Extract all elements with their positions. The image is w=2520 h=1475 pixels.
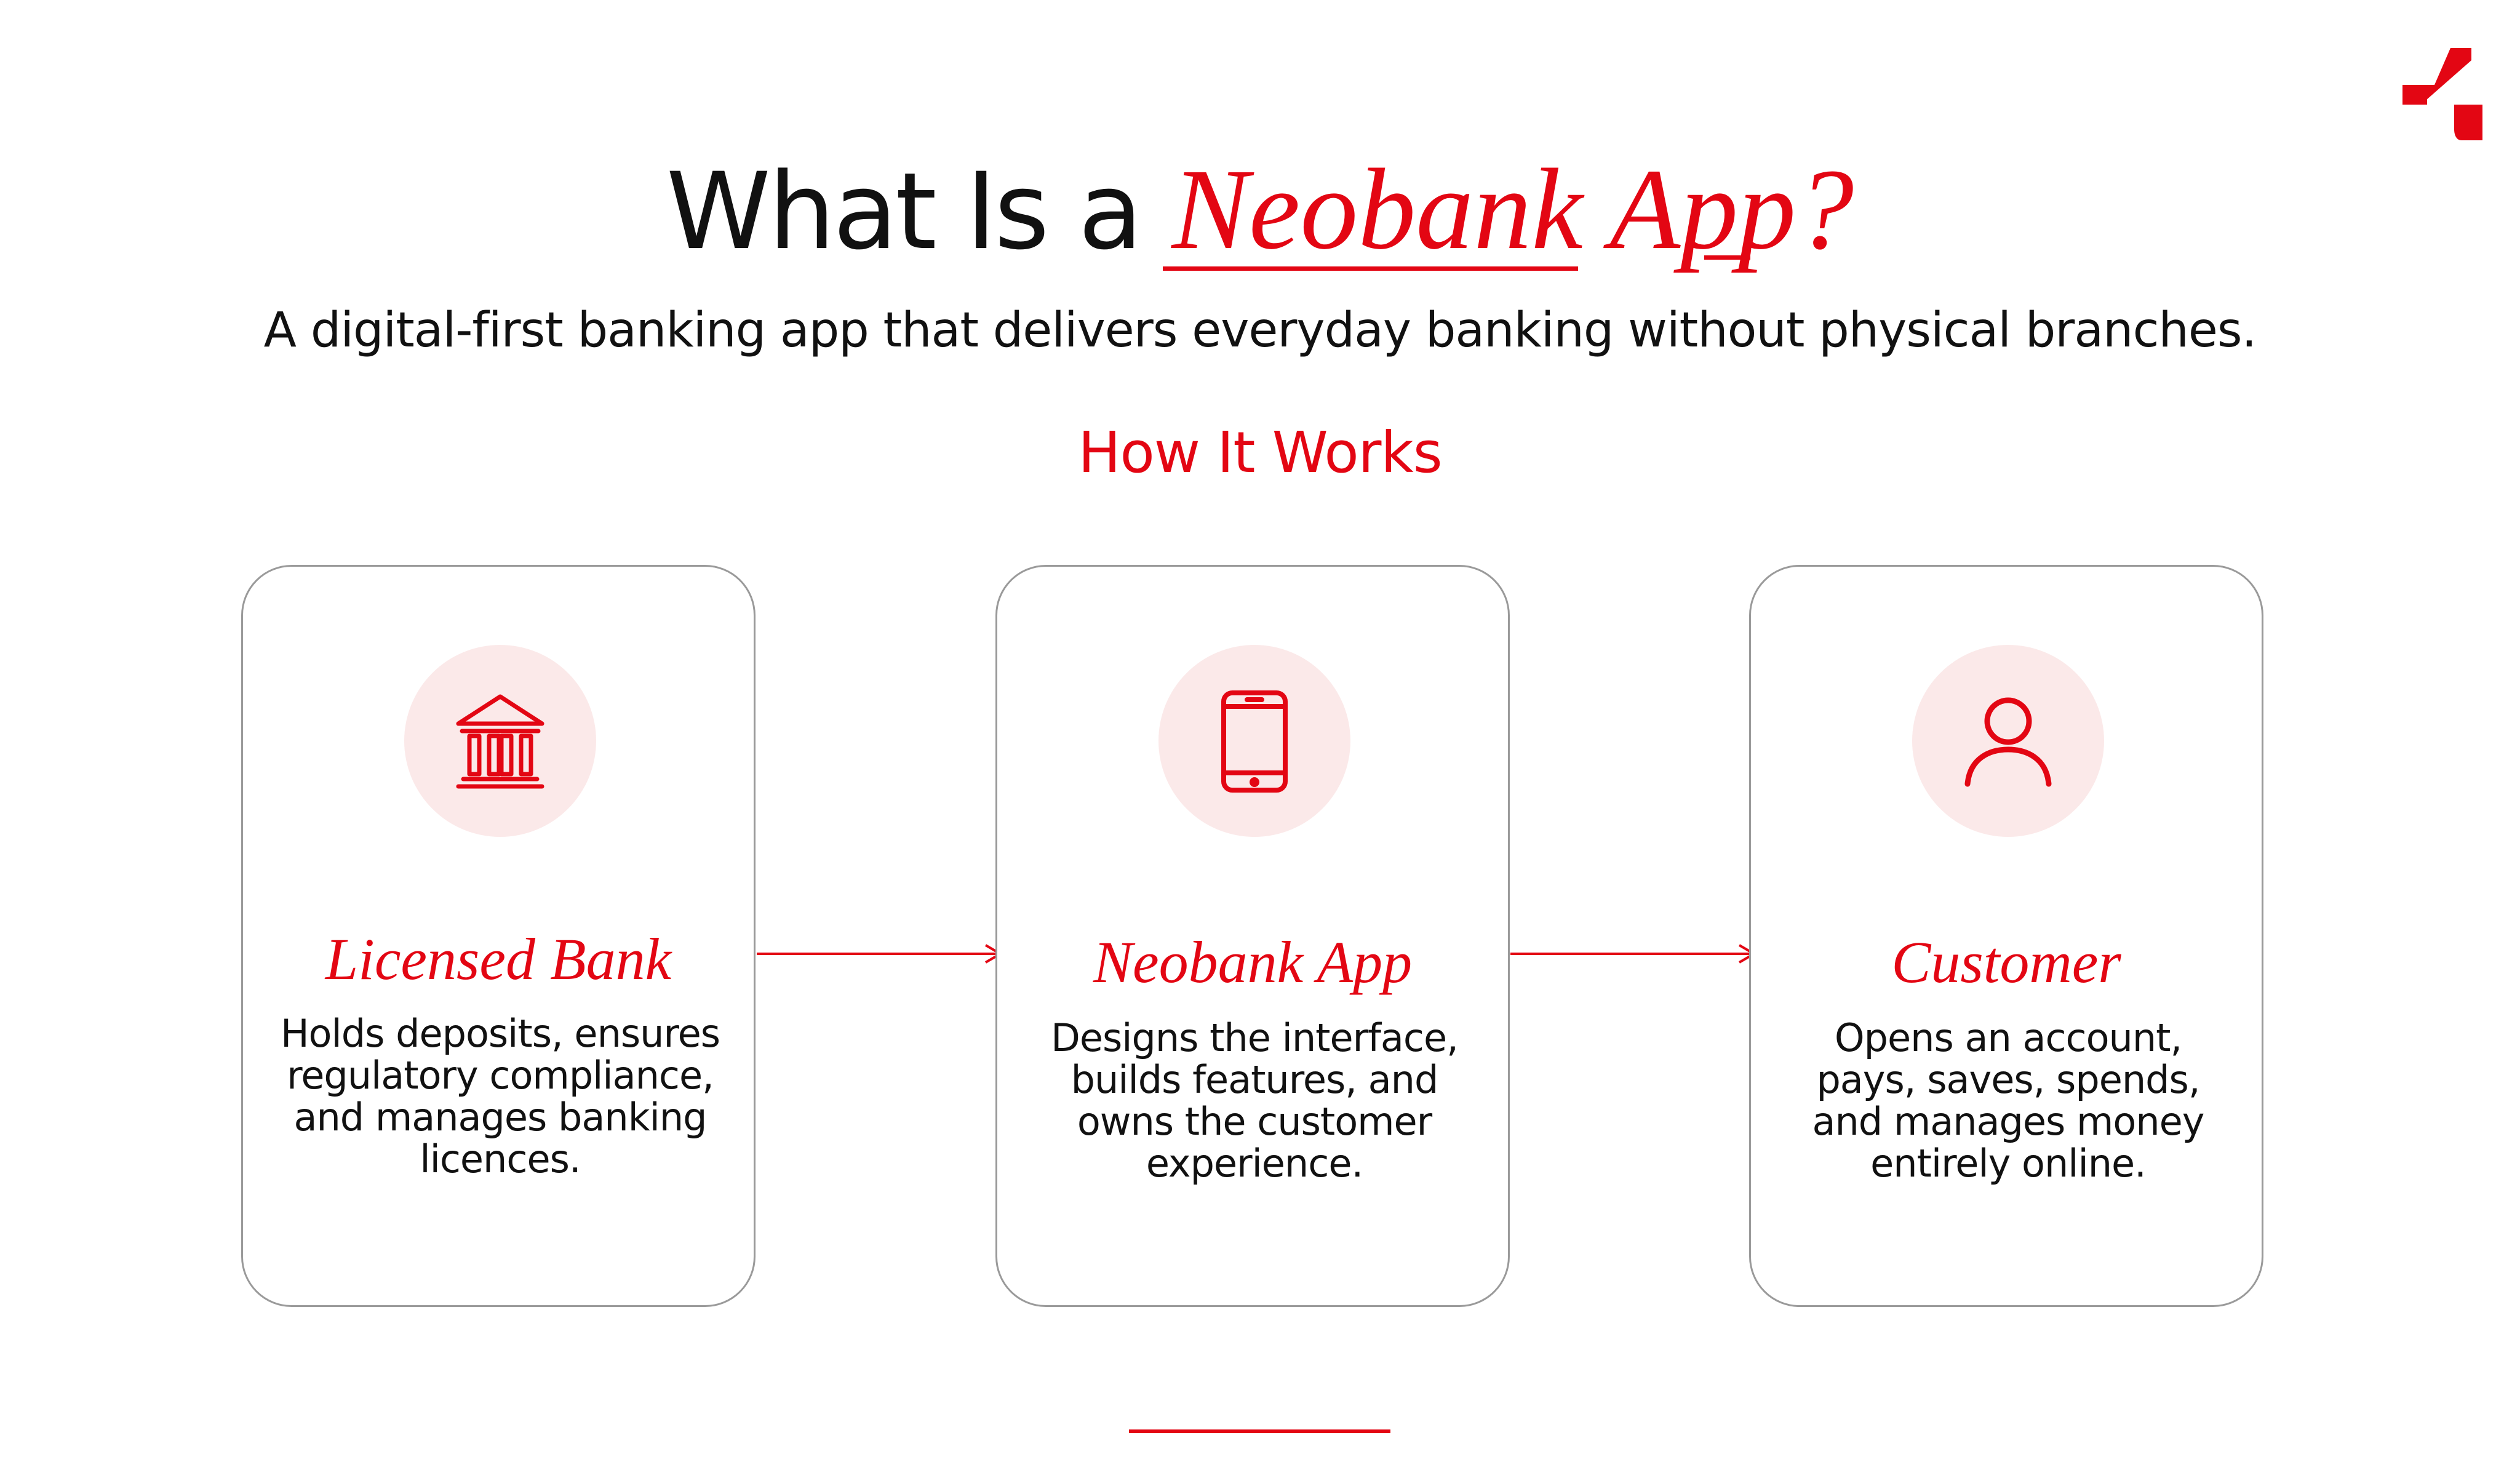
step-card-customer: Customer Opens an account, pays, saves, … [1749,565,2263,1307]
step-title: Neobank App [1093,929,1413,995]
step-title: Licensed Bank [325,926,672,992]
step-title: Customer [1891,929,2121,995]
section-heading: How It Works [1078,420,1442,486]
step-card-neobank-app: Neobank App Designs the interface, build… [995,565,1510,1307]
bottom-accent-rule [1129,1429,1390,1433]
arrow-right-icon [1510,944,1755,964]
arrow-right-icon [757,944,1002,964]
brand-logo-icon [2402,48,2482,140]
page-title-plain: What Is a [666,150,1172,273]
icon-badge [1158,645,1350,837]
step-description: Designs the interface, builds features, … [1051,1015,1459,1186]
icon-badge [1912,645,2104,837]
smartphone-icon [1221,690,1288,793]
title-underline-short [1704,255,1750,260]
step-description: Holds deposits, ensures regulatory compl… [280,1011,720,1181]
page-title: What Is a Neobank App? [0,148,2520,273]
step-card-licensed-bank: Licensed Bank Holds deposits, ensures re… [241,565,756,1307]
bank-icon [456,694,544,789]
page-title-accent: Neobank App? [1171,145,1854,273]
icon-badge [404,645,596,837]
step-description: Opens an account, pays, saves, spends, a… [1812,1015,2205,1186]
title-underline [1163,266,1578,271]
page-subtitle: A digital-first banking app that deliver… [263,303,2257,358]
user-icon [1964,697,2052,787]
